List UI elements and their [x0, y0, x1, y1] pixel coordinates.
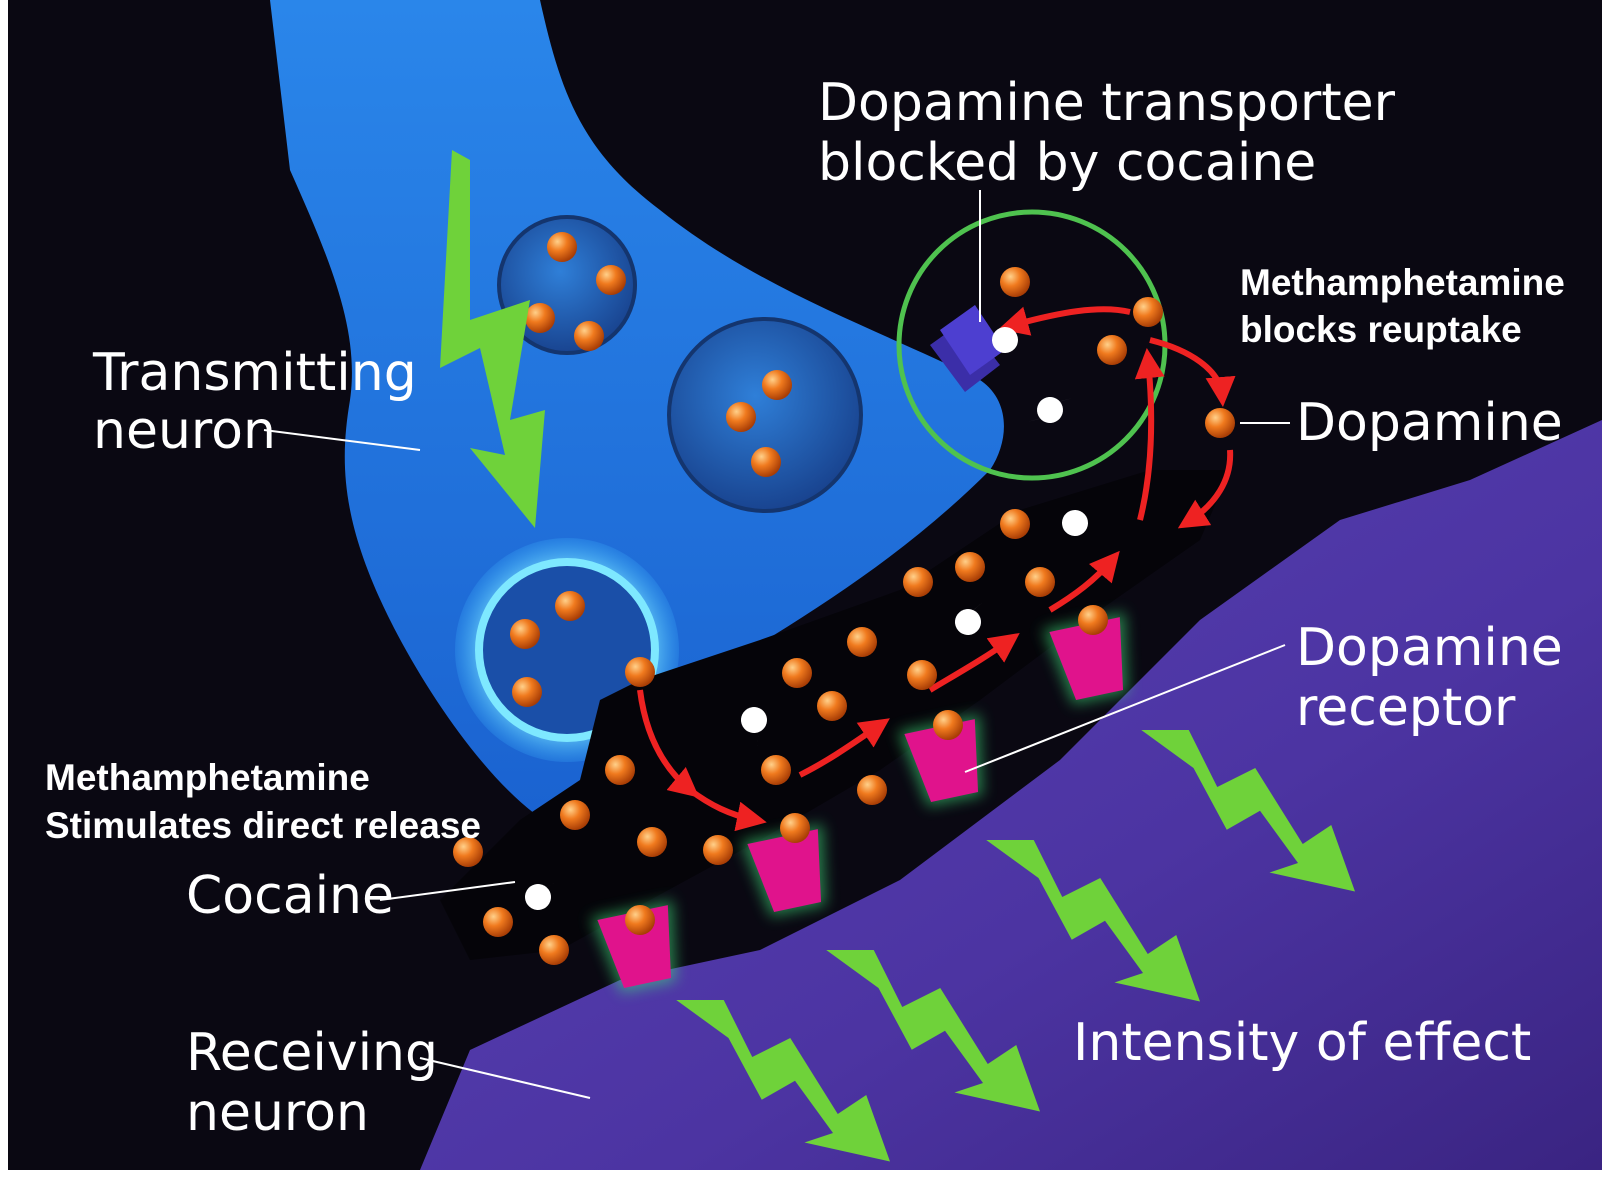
label-receptor-line2: receptor [1296, 678, 1516, 738]
label-meth-reuptake-line2: blocks reuptake [1240, 309, 1522, 350]
label-transporter-line2: blocked by cocaine [818, 133, 1316, 193]
label-cocaine: Cocaine [186, 866, 394, 926]
label-receiving-line1: Receiving [186, 1023, 438, 1083]
label-intensity: Intensity of effect [1073, 1013, 1531, 1073]
label-meth-release-line1: Methamphetamine [45, 757, 370, 798]
label-meth-release-line2: Stimulates direct release [45, 805, 481, 846]
label-receiving-line2: neuron [186, 1083, 369, 1143]
label-receptor-line1: Dopamine [1296, 618, 1563, 678]
label-transporter-line1: Dopamine transporter [818, 73, 1396, 133]
label-dopamine: Dopamine [1296, 393, 1563, 453]
vesicle-middle [669, 319, 861, 511]
label-transmitting-line1: Transmitting [92, 343, 417, 403]
label-transmitting-line2: neuron [93, 401, 276, 461]
label-meth-reuptake-line1: Methamphetamine [1240, 262, 1565, 303]
